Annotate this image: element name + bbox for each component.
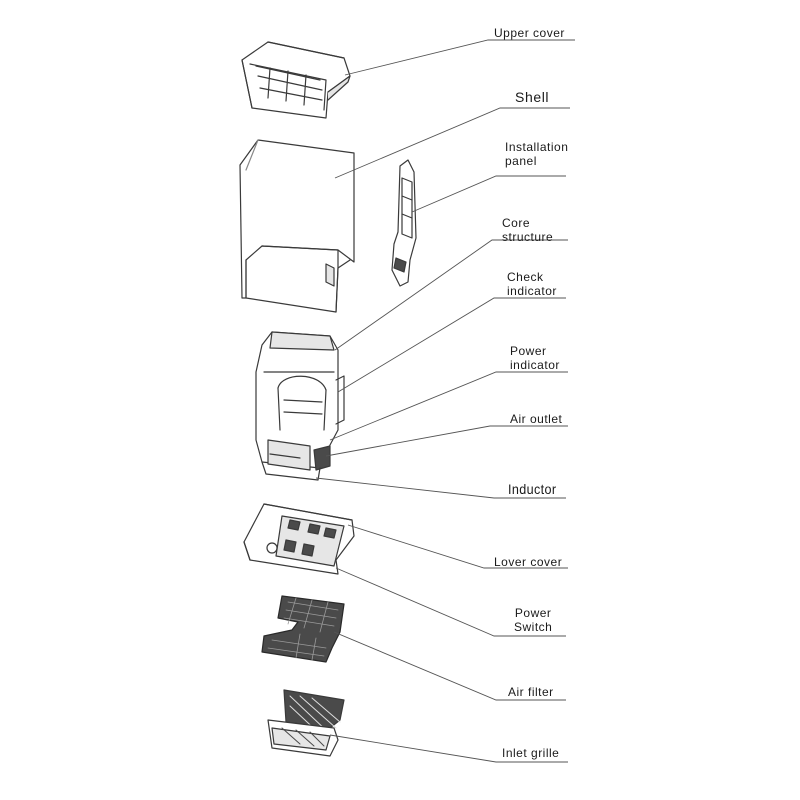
lover-cover-part xyxy=(243,503,355,575)
leader-installation-panel xyxy=(411,175,566,213)
label-check-indicator-line1: Check xyxy=(507,270,544,284)
label-check-indicator-line2: indicator xyxy=(507,284,557,298)
leader-air-filter xyxy=(333,631,566,701)
label-lover-cover: Lover cover xyxy=(494,555,563,569)
label-air-filter: Air filter xyxy=(508,685,554,699)
leader-power-indicator xyxy=(329,371,568,441)
label-installation-panel-line2: panel xyxy=(505,154,537,168)
label-air-outlet: Air outlet xyxy=(510,412,563,426)
air-filter-part xyxy=(261,595,345,663)
label-core-structure-line1: Core xyxy=(502,216,531,230)
label-power-indicator-line1: Power xyxy=(510,344,547,358)
label-inductor: Inductor xyxy=(508,481,557,497)
installation-panel-part xyxy=(391,159,417,287)
label-power-indicator: Power indicator xyxy=(510,344,560,372)
leader-upper-cover xyxy=(344,39,575,76)
label-power-switch-line1: Power xyxy=(514,606,552,620)
label-check-indicator: Check indicator xyxy=(507,270,557,298)
label-power-switch-line2: Switch xyxy=(514,620,553,634)
upper-cover-part xyxy=(241,41,351,119)
label-core-structure-line2: structure xyxy=(502,230,554,244)
core-structure-part xyxy=(255,331,345,481)
label-installation-panel-line1: Installation xyxy=(505,140,569,154)
label-core-structure: Core structure xyxy=(502,216,553,244)
shell-part xyxy=(239,139,355,313)
leader-lines xyxy=(315,39,575,763)
leader-shell xyxy=(334,107,570,179)
label-power-indicator-line2: indicator xyxy=(510,358,560,372)
inlet-grille-part xyxy=(267,689,345,757)
label-inlet-grille: Inlet grille xyxy=(502,746,560,760)
label-shell: Shell xyxy=(515,89,550,105)
leader-inlet-grille xyxy=(329,734,568,763)
leader-air-outlet xyxy=(325,425,568,457)
leader-check-indicator xyxy=(337,297,566,393)
leader-inductor xyxy=(315,477,566,499)
label-power-switch: Power Switch xyxy=(514,606,552,634)
leader-power-switch xyxy=(335,567,566,637)
label-installation-panel: Installation panel xyxy=(505,140,568,168)
leader-core-structure xyxy=(334,239,568,351)
label-upper-cover: Upper cover xyxy=(494,26,565,40)
leader-lover-cover xyxy=(347,524,568,569)
